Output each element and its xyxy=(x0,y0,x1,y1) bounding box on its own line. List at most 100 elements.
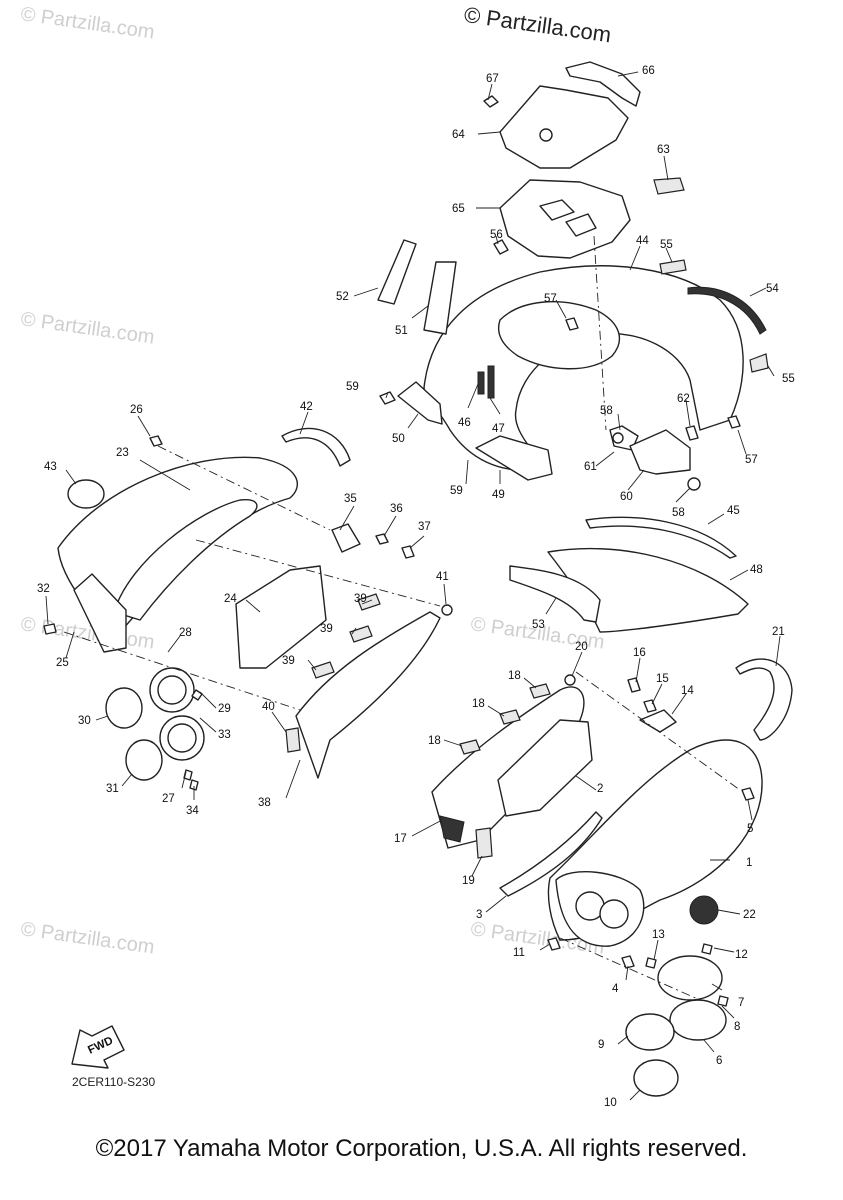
callout-24: 24 xyxy=(224,593,237,605)
faint-watermark: © Partzilla.com xyxy=(19,918,156,959)
callout-39b: 39 xyxy=(320,623,333,635)
part-10-lens xyxy=(633,1059,679,1097)
callout-43: 43 xyxy=(44,461,57,473)
part-22-emblem xyxy=(689,895,719,925)
part-65-base xyxy=(499,179,631,259)
callout-34: 34 xyxy=(186,805,199,817)
callout-labels: 1 2 3 4 5 6 7 8 9 10 11 12 13 14 15 16 1… xyxy=(37,65,795,1109)
upper-cowl-group xyxy=(377,239,769,491)
callout-36: 36 xyxy=(390,503,403,515)
part-1-socket-b xyxy=(599,899,629,929)
callout-39c: 39 xyxy=(282,655,295,667)
callout-64: 64 xyxy=(452,129,465,141)
part-65-slot xyxy=(565,213,597,237)
callout-5: 5 xyxy=(747,823,753,835)
callout-28: 28 xyxy=(179,627,192,639)
callout-41: 41 xyxy=(436,571,449,583)
callout-52: 52 xyxy=(336,291,349,303)
part-46-tag xyxy=(477,371,485,395)
callout-23: 23 xyxy=(116,447,129,459)
callout-46: 46 xyxy=(458,417,471,429)
part-54-strip xyxy=(687,286,767,335)
part-18-tag xyxy=(529,683,551,699)
part-58-nut xyxy=(687,477,701,491)
callout-17: 17 xyxy=(394,833,407,845)
callout-48: 48 xyxy=(750,564,763,576)
callout-60: 60 xyxy=(620,491,633,503)
part-49-bar xyxy=(475,435,553,481)
part-25-frame xyxy=(73,573,127,653)
right-cowl-group xyxy=(431,516,793,1097)
part-28-lens xyxy=(157,675,187,705)
part-16-screw xyxy=(627,677,641,693)
part-56-screw xyxy=(493,239,509,255)
part-64-cover xyxy=(499,85,629,169)
part-8-clip xyxy=(717,995,729,1007)
part-55-tag xyxy=(659,259,687,275)
part-19-tag xyxy=(475,827,493,859)
callout-14: 14 xyxy=(681,685,694,697)
callout-61: 61 xyxy=(584,461,597,473)
part-65-slot xyxy=(539,199,575,221)
part-14-bracket xyxy=(639,709,677,733)
callout-32: 32 xyxy=(37,583,50,595)
part-39-tag-b xyxy=(349,625,373,643)
callout-54: 54 xyxy=(766,283,779,295)
part-58-nut xyxy=(612,432,624,444)
callout-22: 22 xyxy=(743,909,756,921)
callout-18b: 18 xyxy=(472,698,485,710)
copyright-notice: ©2017 Yamaha Motor Corporation, U.S.A. A… xyxy=(95,1135,748,1162)
callout-25: 25 xyxy=(56,657,69,669)
part-42-strip xyxy=(281,427,351,467)
part-62-screw xyxy=(685,425,699,441)
part-18-tag-b xyxy=(499,709,521,725)
part-7-grille xyxy=(657,955,723,1001)
part-40-tag xyxy=(285,727,301,753)
part-64-hole xyxy=(539,128,553,142)
callout-57b: 57 xyxy=(745,454,758,466)
part-20-washer xyxy=(564,674,576,686)
part-29-clip xyxy=(191,689,203,701)
part-5-screw xyxy=(741,787,755,801)
part-51-strip xyxy=(423,261,457,335)
part-34-clip xyxy=(189,779,199,791)
callout-8: 8 xyxy=(734,1021,740,1033)
part-23-inner xyxy=(113,499,258,621)
callout-9: 9 xyxy=(598,1039,604,1051)
callout-38: 38 xyxy=(258,797,271,809)
part-59-screw xyxy=(379,391,396,405)
callout-59: 59 xyxy=(346,381,359,393)
callout-37: 37 xyxy=(418,521,431,533)
part-13-clip xyxy=(645,957,657,969)
diagram-code: 2CER110-S230 xyxy=(72,1075,156,1089)
part-30-lens xyxy=(105,687,143,729)
callout-12: 12 xyxy=(735,949,748,961)
part-39-tag-c xyxy=(311,661,335,679)
part-66-bracket xyxy=(565,61,641,107)
assembly-dashed-lines xyxy=(63,235,741,1001)
callout-20: 20 xyxy=(575,641,588,653)
callout-66: 66 xyxy=(642,65,655,77)
callout-10: 10 xyxy=(604,1097,617,1109)
part-12-clip xyxy=(701,943,713,955)
callout-58: 58 xyxy=(600,405,613,417)
part-43-cap xyxy=(67,479,105,509)
callout-56: 56 xyxy=(490,229,503,241)
callout-44: 44 xyxy=(636,235,649,247)
callout-11: 11 xyxy=(513,947,525,959)
part-21-strip xyxy=(735,658,793,741)
callout-42: 42 xyxy=(300,401,313,413)
callout-6: 6 xyxy=(716,1055,722,1067)
callout-63: 63 xyxy=(657,144,670,156)
callout-55: 55 xyxy=(660,239,673,251)
callout-2: 2 xyxy=(597,783,603,795)
callout-30: 30 xyxy=(78,715,91,727)
callout-18: 18 xyxy=(508,670,521,682)
part-35-bracket xyxy=(331,523,361,553)
callout-55b: 55 xyxy=(782,373,795,385)
faint-watermark: © Partzilla.com xyxy=(19,3,156,44)
part-18-tag-c xyxy=(459,739,481,755)
part-67-screw xyxy=(483,95,499,108)
part-60-bracket xyxy=(629,429,691,475)
